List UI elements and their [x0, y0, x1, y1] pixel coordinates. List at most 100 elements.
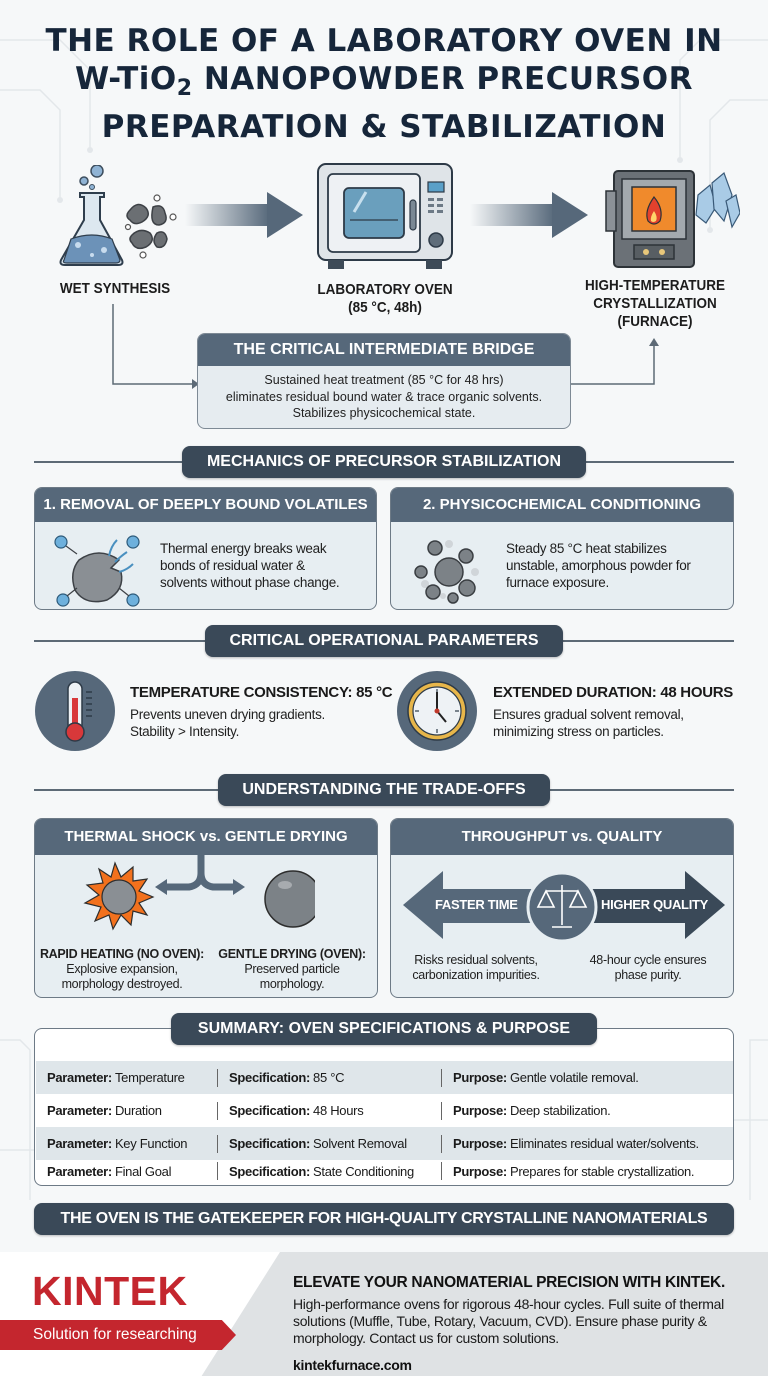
gentle-drying-line-1: Preserved particle [244, 962, 340, 976]
section-heading-tradeoffs: UNDERSTANDING THE TRADE-OFFS [218, 774, 550, 806]
param-line-2: minimizing stress on particles. [493, 724, 664, 739]
card-description: Thermal energy breaks weak bonds of resi… [160, 540, 340, 591]
higher-quality-label: HIGHER QUALITY [601, 897, 709, 912]
flow-arrow-1 [185, 192, 303, 238]
footer-body: High-performance ovens for rigorous 48-h… [293, 1296, 724, 1346]
card-line-3: furnace exposure. [506, 575, 609, 590]
param-label: Parameter: [47, 1103, 112, 1118]
param-title-duration: EXTENDED DURATION: 48 HOURS [493, 684, 733, 701]
step-furnace-line1: HIGH-TEMPERATURE [584, 277, 726, 294]
param-line-1: Prevents uneven drying gradients. [130, 707, 325, 722]
step-oven-line2: (85 °C, 48h) [348, 299, 422, 316]
clock-icon [397, 671, 477, 751]
spec-label: Specification: [229, 1070, 311, 1085]
step-laboratory-oven: LABORATORY OVEN (85 °C, 48h) [300, 281, 471, 317]
summary-table: Parameter:Temperature Specification:85 °… [34, 1028, 734, 1186]
param-label: Parameter: [47, 1163, 112, 1179]
title-formula: W-TiO [74, 61, 177, 97]
card-line-2: unstable, amorphous powder for [506, 558, 691, 573]
bridge-line-3: Stabilizes physicochemical state. [292, 406, 476, 420]
table-row: Parameter:Final Goal Specification:State… [36, 1160, 733, 1182]
footer-website-link[interactable]: kintekfurnace.com [293, 1357, 412, 1373]
kintek-logo[interactable]: KINTEK [32, 1268, 188, 1314]
purpose-value: Prepares for stable crystallization. [509, 1163, 695, 1179]
table-row: Parameter:Temperature Specification:85 °… [36, 1061, 733, 1094]
higher-quality-desc: 48-hour cycle ensures phase purity. [563, 953, 733, 983]
purpose-value: Gentle volatile removal. [509, 1070, 639, 1085]
purpose-label: Purpose: [453, 1136, 507, 1151]
flask-icon [59, 165, 177, 266]
footer: KINTEK Solution for researching ELEVATE … [0, 1252, 768, 1376]
rapid-heating-line-1: Explosive expansion, [66, 962, 178, 976]
table-row: Parameter:Duration Specification:48 Hour… [36, 1094, 733, 1127]
step-furnace-line3: (FURNACE) [617, 313, 693, 330]
higher-quality-line-2: phase purity. [614, 968, 682, 982]
param-title-temperature: TEMPERATURE CONSISTENCY: 85 °C [130, 684, 393, 701]
card-description: Steady 85 °C heat stabilizes unstable, a… [506, 540, 691, 591]
card-thermal-shock: THERMAL SHOCK vs. GENTLE DRYING RAPID HE… [34, 818, 378, 998]
title-line-1: THE ROLE OF A LABORATORY OVEN IN [45, 23, 723, 59]
shock-vs-drying-icon [83, 853, 315, 931]
card-line-1: Thermal energy breaks weak [160, 541, 327, 556]
purpose-value: Eliminates residual water/solvents. [509, 1136, 699, 1151]
rapid-heating-title: RAPID HEATING (NO OVEN): [39, 947, 205, 961]
bridge-title: THE CRITICAL INTERMEDIATE BRIDGE [198, 334, 570, 366]
tradeoff-arrows [403, 871, 725, 939]
faster-time-desc: Risks residual solvents, carbonization i… [391, 953, 561, 983]
section-heading-parameters: CRITICAL OPERATIONAL PARAMETERS [205, 625, 563, 657]
param-line-1: Ensures gradual solvent removal, [493, 707, 684, 722]
gentle-drying-label: GENTLE DRYING (OVEN): Preserved particle… [207, 947, 377, 992]
section-heading-summary: SUMMARY: OVEN SPECIFICATIONS & PURPOSE [171, 1013, 597, 1045]
spec-label: Specification: [229, 1136, 311, 1151]
step-wet-synthesis: WET SYNTHESIS [59, 280, 171, 297]
param-value: Key Function [114, 1136, 188, 1151]
purpose-label: Purpose: [453, 1070, 507, 1085]
volatile-release-icon [54, 535, 140, 607]
step-oven-line1: LABORATORY OVEN [317, 281, 453, 298]
flow-arrow-2 [470, 192, 588, 238]
card-line-2: bonds of residual water & [160, 558, 305, 573]
spec-value: 48 Hours [313, 1103, 364, 1118]
param-label: Parameter: [47, 1136, 112, 1151]
card-removal-volatiles: 1. REMOVAL OF DEEPLY BOUND VOLATILES The… [34, 487, 377, 610]
page-title: THE ROLE OF A LABORATORY OVEN IN W-TiO2 … [0, 22, 768, 146]
gatekeeper-banner: THE OVEN IS THE GATEKEEPER FOR HIGH-QUAL… [34, 1203, 734, 1235]
faster-time-line-2: carbonization impurities. [412, 968, 540, 982]
scale-icon [526, 871, 598, 943]
param-value: Duration [114, 1103, 162, 1118]
card-title: THERMAL SHOCK vs. GENTLE DRYING [35, 819, 377, 855]
bridge-line-2: eliminates residual bound water & trace … [225, 389, 543, 404]
card-title: THROUGHPUT vs. QUALITY [391, 819, 733, 855]
card-line-1: Steady 85 °C heat stabilizes [506, 541, 667, 556]
spec-value: State Conditioning [313, 1163, 414, 1179]
card-physicochemical-conditioning: 2. PHYSICOCHEMICAL CONDITIONING Steady 8… [390, 487, 734, 610]
gentle-drying-line-2: morphology. [259, 977, 325, 991]
furnace-icon [605, 170, 740, 268]
param-desc-temperature: Prevents uneven drying gradients. Stabil… [130, 706, 325, 740]
purpose-label: Purpose: [453, 1163, 507, 1179]
spec-label: Specification: [229, 1163, 311, 1179]
section-heading-mechanics: MECHANICS OF PRECURSOR STABILIZATION [182, 446, 586, 478]
param-value: Temperature [114, 1070, 185, 1085]
spec-value: 85 °C [313, 1070, 345, 1085]
card-title: 1. REMOVAL OF DEEPLY BOUND VOLATILES [35, 488, 376, 522]
table-row: Parameter:Key Function Specification:Sol… [36, 1127, 733, 1160]
thermometer-icon [35, 671, 115, 751]
rapid-heating-line-2: morphology destroyed. [61, 977, 183, 991]
step-furnace: HIGH-TEMPERATURE CRYSTALLIZATION (FURNAC… [570, 277, 741, 331]
spec-value: Solvent Removal [313, 1136, 407, 1151]
card-line-3: solvents without phase change. [160, 575, 340, 590]
oven-icon [317, 163, 453, 269]
card-title: 2. PHYSICOCHEMICAL CONDITIONING [391, 488, 733, 522]
purpose-value: Deep stabilization. [509, 1103, 611, 1118]
purpose-label: Purpose: [453, 1103, 507, 1118]
faster-time-label: FASTER TIME [435, 897, 518, 912]
bridge-line-1: Sustained heat treatment (85 °C for 48 h… [264, 373, 504, 387]
bridge-connectors [112, 304, 659, 389]
param-line-2: Stability > Intensity. [130, 724, 240, 739]
param-value: Final Goal [114, 1163, 172, 1179]
card-throughput-quality: THROUGHPUT vs. QUALITY FASTER TIME HIGHE… [390, 818, 734, 998]
faster-time-line-1: Risks residual solvents, [414, 953, 538, 967]
step-furnace-line2: CRYSTALLIZATION [593, 295, 717, 312]
title-line-2-rest: NANOPOWDER PRECURSOR [192, 61, 694, 97]
